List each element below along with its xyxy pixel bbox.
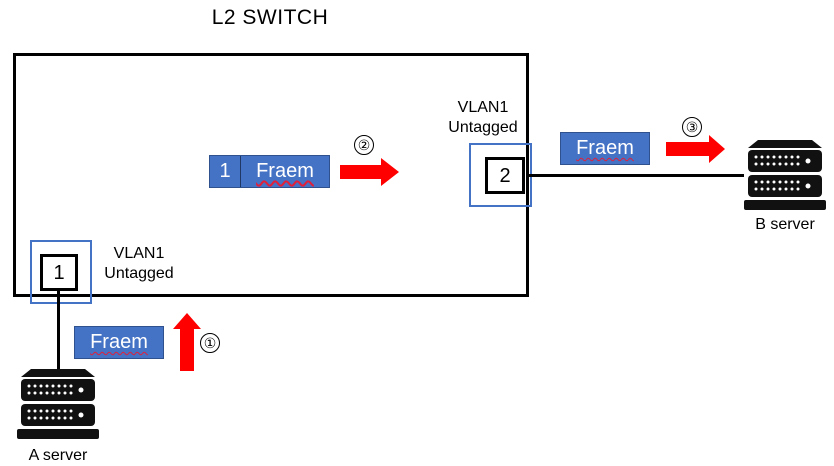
step-1-arrow-icon: [173, 313, 201, 371]
link-a-server-port-1: [57, 291, 60, 375]
a-server-label: A server: [28, 447, 88, 464]
port-1-vlan: VLAN1: [113, 245, 165, 262]
port-2-vlan-label: VLAN1 Untagged: [438, 98, 528, 138]
port-2-vlan: VLAN1: [457, 99, 509, 116]
b-server-icon: [744, 140, 826, 210]
vlan-tag: 1: [210, 156, 241, 187]
egress-frame: Fraem: [560, 132, 650, 165]
step-3-marker: ③: [682, 117, 702, 137]
ingress-frame-label: Fraem: [90, 331, 148, 353]
port-1-vlan-label: VLAN1 Untagged: [94, 244, 184, 284]
port-1-mode: Untagged: [104, 265, 174, 282]
ingress-frame: Fraem: [74, 326, 164, 359]
diagram-title: L2 SWITCH: [211, 6, 329, 29]
port-1: 1: [40, 254, 78, 291]
egress-frame-label: Fraem: [576, 137, 634, 159]
step-2-arrow-icon: [340, 158, 399, 186]
port-2: 2: [485, 157, 525, 194]
port-1-highlight: [30, 240, 92, 304]
step-2-marker: ②: [354, 135, 374, 155]
link-port-2-b-server: [526, 174, 744, 177]
a-server-icon: [17, 369, 99, 439]
b-server-label: B server: [755, 216, 815, 233]
step-3-arrow-icon: [666, 135, 725, 163]
port-2-mode: Untagged: [448, 119, 518, 136]
internal-frame-label: Fraem: [256, 160, 314, 182]
internal-tagged-frame: 1 Fraem: [209, 155, 330, 188]
step-1-marker: ①: [200, 333, 220, 353]
